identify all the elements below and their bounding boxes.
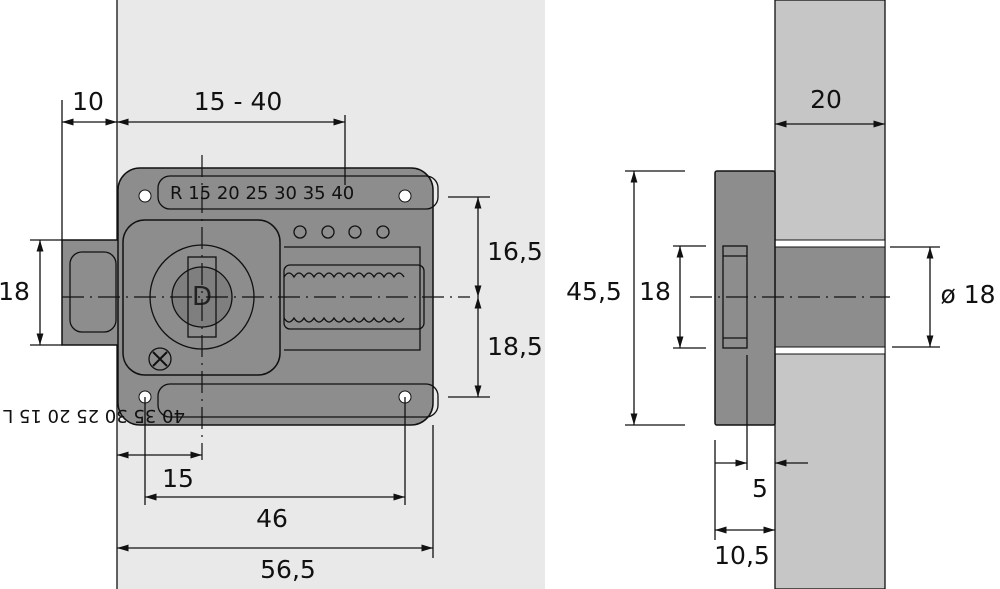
svg-text:18,5: 18,5: [487, 332, 543, 361]
screw-icon: [148, 347, 172, 371]
svg-text:56,5: 56,5: [260, 555, 316, 584]
cylinder-letter: D: [192, 282, 212, 312]
front-dimensions: 10 15 - 40 18 16,5 18,5 15 46 56,5: [0, 87, 543, 584]
svg-text:15: 15: [162, 464, 194, 493]
svg-text:15 - 40: 15 - 40: [194, 87, 283, 116]
mounting-hole-icon: [138, 189, 412, 404]
svg-text:18: 18: [0, 277, 30, 306]
scale-top: R 15 20 25 30 35 40: [170, 183, 354, 204]
svg-text:ø 18: ø 18: [940, 280, 995, 309]
lock-flange: [714, 170, 776, 426]
svg-text:5: 5: [752, 474, 768, 503]
side-dimensions: 20 45,5 18 ø 18 5 10,5: [566, 85, 995, 570]
bolt-side: [774, 246, 886, 348]
svg-text:18: 18: [639, 277, 671, 306]
svg-text:45,5: 45,5: [566, 277, 622, 306]
svg-text:20: 20: [810, 85, 842, 114]
scale-bottom: 40 35 30 25 20 15 L: [3, 405, 185, 426]
svg-text:10: 10: [72, 87, 104, 116]
svg-text:10,5: 10,5: [714, 541, 770, 570]
lock-side-view: [690, 0, 890, 589]
svg-text:46: 46: [256, 504, 288, 533]
svg-text:16,5: 16,5: [487, 237, 543, 266]
